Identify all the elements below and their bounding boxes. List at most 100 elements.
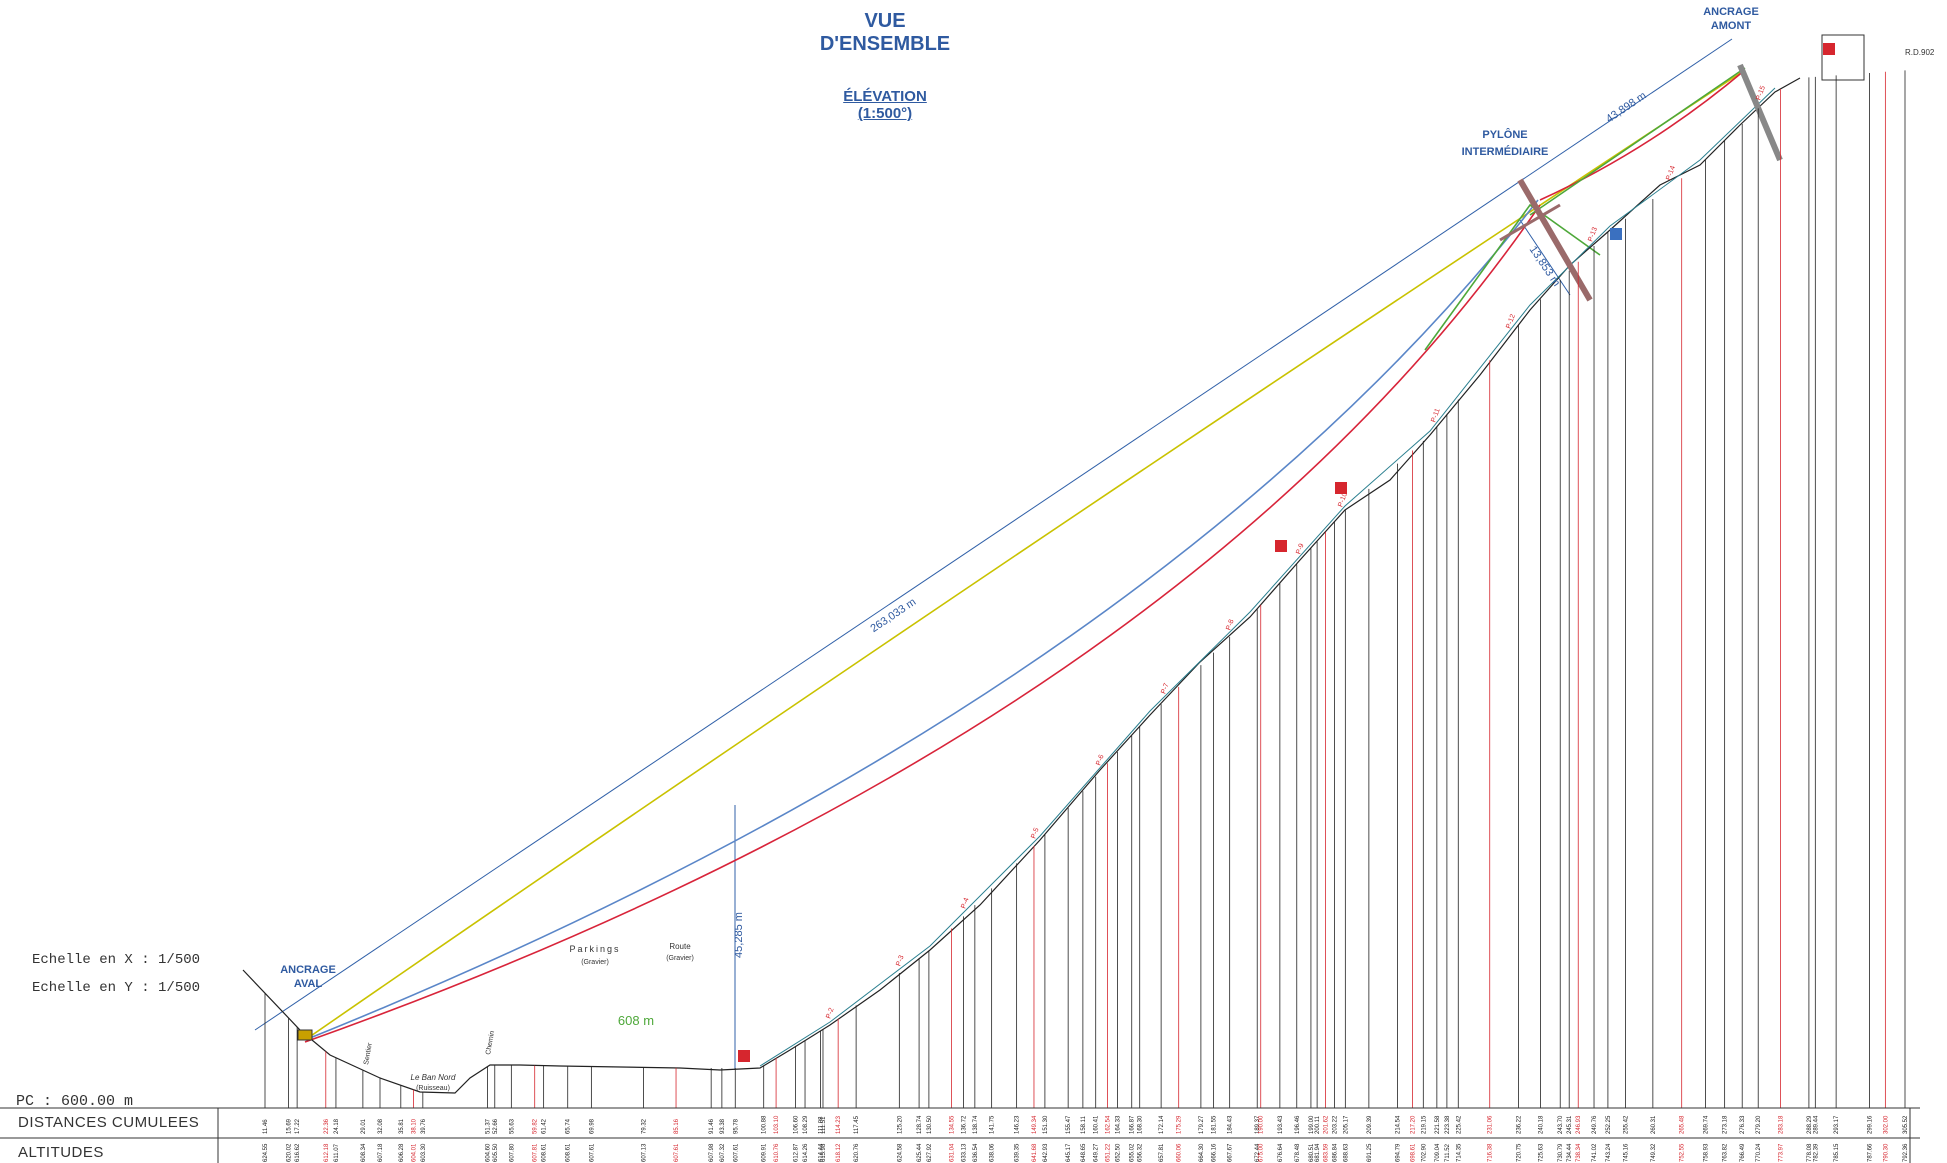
altitude-value: 614.26 [803, 1143, 809, 1162]
upper-ramp [1737, 63, 1783, 162]
distance-value: 236.22 [1517, 1115, 1523, 1134]
altitude-value: 612.18 [324, 1143, 330, 1162]
altitude-value: 745.16 [1624, 1143, 1630, 1162]
distance-value: 134.55 [949, 1115, 955, 1134]
distance-value: 52.66 [493, 1118, 499, 1134]
altitude-value: 785.15 [1834, 1143, 1840, 1162]
altitude-value: 686.84 [1332, 1143, 1338, 1162]
altitude-value: 616.62 [295, 1143, 301, 1162]
distance-value: 246.93 [1576, 1115, 1582, 1134]
distance-value: 128.74 [917, 1115, 923, 1134]
route-label: Route [669, 942, 691, 951]
distance-value: 35.81 [399, 1118, 405, 1134]
altitude-value: 608.61 [542, 1143, 548, 1162]
distance-value: 179.27 [1199, 1115, 1205, 1134]
distance-value: 214.54 [1396, 1115, 1402, 1134]
parking-sub-label: (Gravier) [581, 959, 609, 966]
scale-y: Echelle en Y : 1/500 [32, 980, 201, 996]
distance-value: 209.39 [1367, 1115, 1373, 1134]
kp-label: P-5 [1030, 827, 1040, 840]
altitude-value: 678.48 [1295, 1143, 1301, 1162]
reference-plane: PC : 600.00 m [16, 1093, 134, 1110]
distance-value: 111.51 [821, 1116, 827, 1134]
red-marker-1 [738, 1050, 750, 1062]
altitude-value: 792.36 [1903, 1143, 1909, 1162]
kp-label: P-10 [1337, 492, 1349, 508]
distance-value: 205.17 [1343, 1115, 1349, 1134]
altitude-value: 681.94 [1315, 1143, 1321, 1162]
altitude-value: 607.80 [509, 1143, 515, 1162]
altitude-value: 638.06 [990, 1143, 996, 1162]
cable-red [304, 204, 1541, 1043]
altitude-value: 778.08 [1807, 1143, 1813, 1162]
altitude-value: 649.27 [1094, 1143, 1100, 1162]
kp-labels: P-2P-3P-4P-5P-6P-7P-8P-9P-10P-11P-12P-13… [825, 85, 1767, 1020]
pylon-dimension [1519, 219, 1571, 296]
dimension-lines [254, 38, 1733, 1070]
distance-value: 29.01 [361, 1118, 367, 1134]
distance-value: 276.33 [1740, 1115, 1746, 1134]
altitude-value: 773.97 [1778, 1143, 1784, 1162]
altitude-value: 608.34 [361, 1143, 367, 1162]
parking-label: Parkings [569, 944, 620, 954]
altitude-value: 711.52 [1445, 1143, 1451, 1162]
altitude-value: 698.61 [1410, 1143, 1416, 1162]
altitude-value: 714.35 [1456, 1143, 1462, 1162]
altitude-value: 625.44 [917, 1143, 923, 1162]
pylon-label-1: PYLÔNE [1482, 128, 1527, 141]
altitude-value: 676.64 [1278, 1143, 1284, 1162]
kp-label: P-15 [1755, 85, 1767, 101]
distance-value: 221.58 [1435, 1115, 1441, 1134]
altitude-value: 607.61 [589, 1143, 595, 1162]
distance-value: 11.46 [263, 1119, 269, 1134]
distance-value: 79.32 [641, 1118, 647, 1134]
kp-label: P-13 [1587, 226, 1599, 242]
distance-value: 249.76 [1592, 1115, 1598, 1134]
blue-marker [1610, 228, 1622, 240]
pylon-height-label: 13,853 m [1527, 244, 1563, 289]
stream-label: Le Ban Nord [411, 1073, 456, 1082]
altitude-value: 615.98 [821, 1143, 827, 1162]
altitude-value: 624.55 [263, 1143, 269, 1162]
altitude-value: 642.93 [1043, 1143, 1049, 1162]
cable-green-upper [1529, 67, 1746, 216]
altitude-value: 743.24 [1606, 1143, 1612, 1162]
distance-value: 160.41 [1094, 1115, 1100, 1134]
altitude-value: 607.18 [378, 1143, 384, 1162]
altitude-value: 620.76 [854, 1143, 860, 1162]
main-span-dimension [254, 38, 1733, 1031]
altitude-value: 608.61 [566, 1143, 572, 1162]
route-sub-label: (Gravier) [666, 955, 694, 962]
distance-value: 193.43 [1278, 1115, 1284, 1134]
scale-x: Echelle en X : 1/500 [32, 952, 201, 968]
distance-value: 65.74 [566, 1118, 572, 1134]
distance-value: 199.00 [1309, 1115, 1315, 1134]
distance-value: 166.87 [1130, 1115, 1136, 1134]
distance-value: 302.00 [1883, 1115, 1889, 1134]
distance-value: 130.50 [927, 1115, 933, 1134]
distance-value: 32.08 [378, 1118, 384, 1134]
structures [297, 34, 1865, 1062]
pylon-leg [1499, 203, 1561, 242]
anchor-low-block [297, 1029, 313, 1041]
altitude-value: 607.81 [533, 1143, 539, 1162]
distance-value: 201.62 [1324, 1115, 1330, 1134]
distance-value: 141.75 [990, 1115, 996, 1134]
distance-value: 93.38 [720, 1118, 726, 1134]
rd-label: R.D.902 [1905, 48, 1935, 57]
page-title: VUE D'ENSEMBLE [819, 10, 951, 55]
altitude-value: 702.90 [1421, 1143, 1427, 1162]
kp-label: P-14 [1665, 165, 1677, 181]
distance-value: 103.10 [774, 1115, 780, 1134]
altitude-value: 612.87 [794, 1143, 800, 1162]
distance-value: 51.37 [486, 1118, 492, 1134]
distance-value: 106.60 [794, 1115, 800, 1134]
altitude-value: 610.76 [774, 1143, 780, 1162]
distance-value: 38.10 [412, 1118, 418, 1134]
distance-value: 136.72 [962, 1115, 968, 1134]
station-lines [264, 70, 1906, 1108]
distance-value: 231.06 [1488, 1115, 1494, 1134]
altitude-value: 675.00 [1259, 1143, 1265, 1162]
distance-value: 69.98 [589, 1118, 595, 1134]
